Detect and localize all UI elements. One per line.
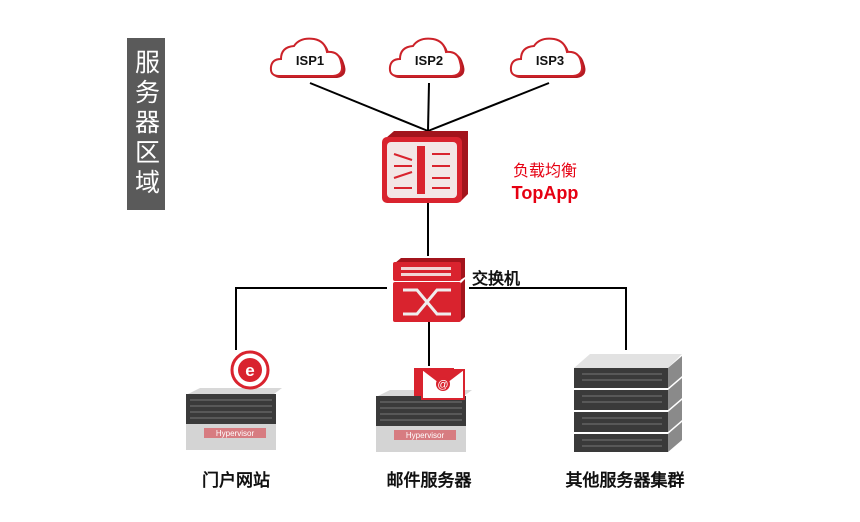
server-stack-icon	[574, 354, 682, 452]
region-label: 服务器区域	[127, 38, 165, 210]
load-balancer-device[interactable]	[380, 130, 470, 204]
svg-text:Hypervisor: Hypervisor	[216, 429, 255, 438]
link-isp1-lb	[309, 82, 429, 132]
link-isp2-lb	[427, 82, 430, 132]
mail-server[interactable]: Hypervisor @	[372, 366, 476, 462]
portal-server[interactable]: Hypervisor e	[182, 350, 286, 460]
svg-text:@: @	[437, 379, 448, 391]
switch-device[interactable]	[391, 257, 467, 323]
server-cluster[interactable]	[570, 350, 684, 454]
cloud-icon	[388, 37, 465, 78]
switch-label: 交换机	[472, 269, 521, 288]
portal-label: 门户网站	[202, 471, 270, 491]
link-isp3-lb	[427, 82, 550, 132]
svg-text:Hypervisor: Hypervisor	[406, 431, 445, 440]
cloud-icon	[269, 37, 346, 78]
svg-text:e: e	[245, 361, 254, 380]
cluster-label: 其他服务器集群	[565, 471, 685, 491]
server-icon: Hypervisor	[186, 388, 282, 450]
switch-icon	[393, 258, 465, 322]
internet-explorer-icon: e	[230, 350, 270, 390]
link-switch-portal	[235, 287, 387, 350]
load-balancer-icon	[382, 131, 468, 203]
mail-label: 邮件服务器	[386, 471, 472, 491]
load-balancer-label: 负载均衡 TopApp	[511, 161, 579, 203]
isp-cloud-1[interactable]: ISP1	[269, 36, 351, 84]
link-switch-cluster	[469, 287, 627, 350]
email-envelope-icon: @	[414, 368, 465, 400]
isp-cloud-2[interactable]: ISP2	[388, 36, 470, 84]
server-icon: Hypervisor	[376, 390, 472, 452]
isp-cloud-3[interactable]: ISP3	[509, 36, 591, 84]
cloud-icon	[509, 37, 586, 78]
